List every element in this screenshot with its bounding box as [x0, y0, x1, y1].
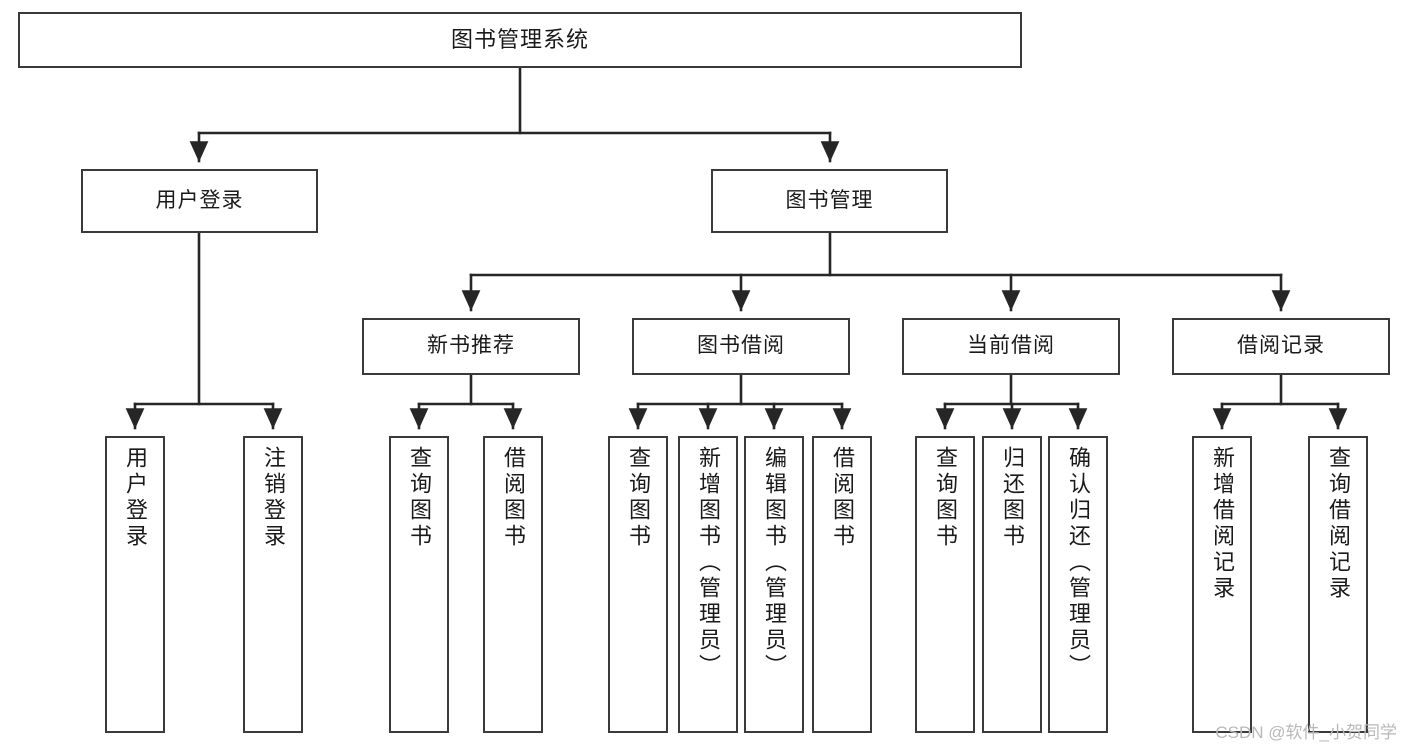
leaf-user-login[interactable]: 用户登录	[105, 436, 165, 733]
node-book-management[interactable]: 图书管理	[711, 169, 948, 233]
node-label: 新增图书（管理员）	[696, 446, 721, 680]
leaf-add-book-admin[interactable]: 新增图书（管理员）	[678, 436, 738, 733]
leaf-query-borrow-record[interactable]: 查询借阅记录	[1308, 436, 1368, 733]
leaf-borrow-book[interactable]: 借阅图书	[812, 436, 872, 733]
leaf-borrow-book-recommend[interactable]: 借阅图书	[483, 436, 543, 733]
node-label: 编辑图书（管理员）	[762, 446, 787, 680]
node-user-login[interactable]: 用户登录	[81, 169, 318, 233]
node-label: 用户登录	[155, 188, 244, 212]
leaf-confirm-return-admin[interactable]: 确认归还（管理员）	[1048, 436, 1108, 733]
node-label: 新书推荐	[427, 334, 515, 358]
node-label: 用户登录	[123, 446, 148, 550]
csdn-watermark: CSDN @软件_小贺同学	[1215, 723, 1397, 742]
node-borrow-record[interactable]: 借阅记录	[1172, 318, 1390, 375]
node-book-borrow[interactable]: 图书借阅	[632, 318, 850, 375]
node-label: 查询图书	[407, 446, 432, 550]
leaf-edit-book-admin[interactable]: 编辑图书（管理员）	[744, 436, 804, 733]
leaf-add-borrow-record[interactable]: 新增借阅记录	[1192, 436, 1252, 733]
node-current-borrow[interactable]: 当前借阅	[902, 318, 1120, 375]
node-label: 图书借阅	[697, 334, 785, 358]
node-label: 查询图书	[933, 446, 958, 550]
leaf-return-book[interactable]: 归还图书	[982, 436, 1042, 733]
node-label: 当前借阅	[967, 334, 1055, 358]
leaf-query-book-borrow[interactable]: 查询图书	[608, 436, 668, 733]
node-label: 借阅记录	[1237, 334, 1325, 358]
leaf-query-book-recommend[interactable]: 查询图书	[389, 436, 449, 733]
node-label: 归还图书	[1000, 446, 1025, 550]
node-new-book-recommend[interactable]: 新书推荐	[362, 318, 580, 375]
node-label: 查询借阅记录	[1326, 446, 1351, 602]
node-label: 图书管理系统	[450, 27, 589, 53]
node-label: 注销登录	[261, 446, 286, 550]
node-label: 新增借阅记录	[1210, 446, 1235, 602]
node-label: 确认归还（管理员）	[1066, 446, 1091, 680]
node-book-management-system[interactable]: 图书管理系统	[18, 12, 1022, 68]
leaf-logout[interactable]: 注销登录	[243, 436, 303, 733]
node-label: 图书管理	[785, 188, 874, 212]
node-label: 查询图书	[626, 446, 651, 550]
leaf-query-book-current[interactable]: 查询图书	[915, 436, 975, 733]
node-label: 借阅图书	[501, 446, 526, 550]
node-label: 借阅图书	[830, 446, 855, 550]
